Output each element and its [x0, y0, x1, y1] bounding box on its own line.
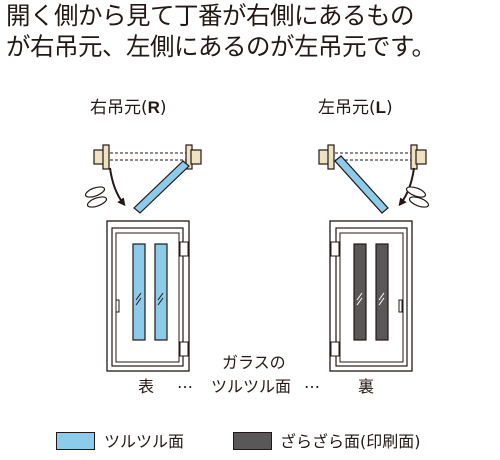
left-jamb — [102, 144, 110, 170]
door-handle — [398, 299, 403, 313]
right-hinge-name: 右吊元 — [90, 98, 141, 118]
glass-pane-right — [154, 243, 168, 341]
legend-swatch-smooth — [56, 432, 95, 450]
glass-caption-line-2: ツルツル面 — [211, 377, 292, 396]
hinge-bottom — [179, 341, 189, 357]
dots-left: … — [177, 373, 193, 392]
hinge-top — [330, 241, 340, 257]
legend-swatch-rough — [233, 432, 272, 450]
left-hinge-paren-close: ) — [386, 98, 393, 118]
hinge-top — [179, 241, 189, 257]
right-hinge-letter: R — [147, 98, 160, 117]
heading-line-1: 開く側から見て丁番が右側にあるもの — [6, 1, 415, 30]
back-label: 裏 — [358, 377, 375, 396]
open-door-leaf — [133, 160, 190, 214]
glass-pane-left — [132, 243, 146, 341]
open-door-leaf — [334, 155, 389, 214]
door-leaf — [335, 227, 408, 367]
door-leaf — [111, 227, 184, 367]
left-hinge-letter: L — [375, 98, 387, 117]
hinge-bottom — [330, 341, 340, 357]
door-handle — [115, 299, 120, 313]
glass-pane-left — [353, 243, 367, 341]
left-hinge-paren-open: ( — [369, 98, 376, 118]
glass-caption-line-1: ガラスの — [222, 353, 286, 372]
slippers-icon — [84, 186, 108, 208]
heading: 開く側から見て丁番が右側にあるもの が右吊元、左側にあるのが左吊元です。 — [6, 0, 498, 62]
glass-pane-right — [375, 243, 389, 341]
slippers-icon — [405, 186, 430, 208]
front-label: 表 — [138, 377, 155, 396]
left-jamb — [327, 144, 335, 170]
right-wall-stub — [190, 149, 202, 165]
door-inner-panel — [339, 232, 404, 363]
right-hinge-paren-close: ) — [159, 98, 167, 118]
right-hinge-title: 右吊元(R) — [90, 93, 167, 118]
left-hinge-door-elevation — [329, 220, 413, 372]
left-hinge-name: 左吊元 — [318, 98, 369, 118]
dots-right: … — [304, 373, 320, 392]
legend-label-rough: ざらざら面(印刷面) — [280, 432, 421, 451]
right-hinge-paren-open: ( — [141, 98, 148, 118]
left-hinge-title: 左吊元(L) — [318, 93, 393, 118]
left-hinge-plan-view — [318, 144, 430, 214]
swing-arrow — [109, 167, 126, 207]
heading-line-2: が右吊元、左側にあるのが左吊元です。 — [6, 32, 436, 61]
right-wall-stub — [415, 149, 427, 165]
door-inner-panel — [115, 232, 180, 363]
legend-label-smooth: ツルツル面 — [104, 432, 185, 451]
right-hinge-plan-view — [84, 144, 202, 214]
right-hinge-door-elevation — [106, 220, 190, 372]
